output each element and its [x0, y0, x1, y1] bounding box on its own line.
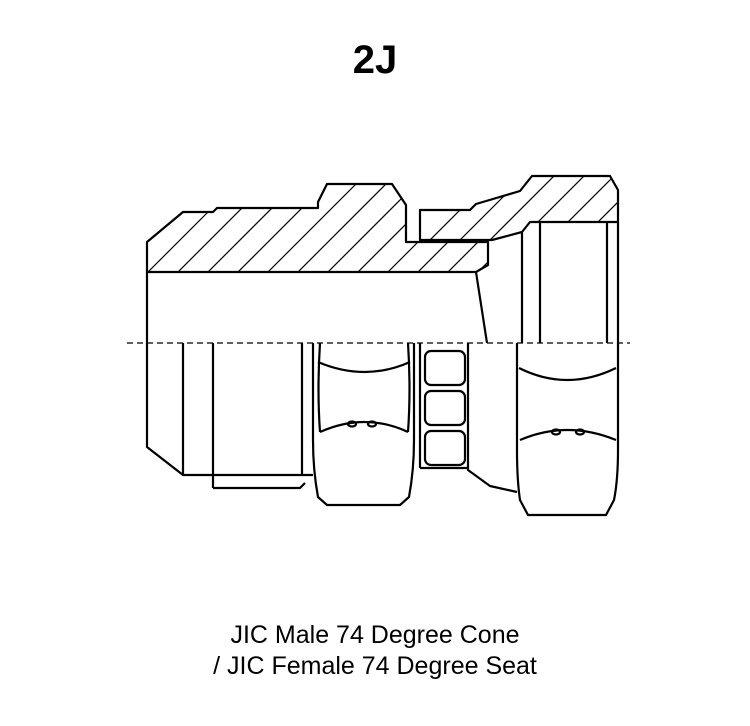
male-section-hatch	[147, 184, 488, 272]
caption-line-1: JIC Male 74 Degree Cone	[230, 621, 520, 649]
caption-line-2: / JIC Female 74 Degree Seat	[213, 652, 537, 680]
male-hex-outline	[311, 343, 416, 507]
female-hex-outline	[515, 343, 620, 517]
male-hex-corner-curve	[319, 420, 409, 434]
male-hex-corner-mark	[366, 420, 378, 428]
coupling-rib	[423, 389, 467, 427]
female-hex-corner-mark	[550, 428, 562, 436]
female-hex-curve	[518, 367, 617, 382]
female-section-hatch	[420, 176, 618, 240]
female-nut-section	[418, 174, 620, 242]
fitting-code-title: 2J	[352, 38, 398, 82]
male-hex-flat-right	[406, 342, 411, 433]
bore-cone	[474, 271, 489, 344]
male-thread-end-view	[145, 343, 313, 477]
male-hex-corner-mark	[346, 420, 358, 428]
female-hex-corner-mark	[574, 428, 586, 436]
coupling-cone	[466, 343, 518, 494]
coupling-rib	[423, 429, 467, 467]
female-hex-corner-curve	[519, 428, 617, 442]
thread-crest-line	[213, 482, 306, 490]
coupling-rib	[423, 349, 467, 387]
fitting-description: JIC Male 74 Degree Cone / JIC Female 74 …	[0, 620, 750, 682]
male-hex-flat-top	[317, 342, 322, 433]
male-body-section	[145, 182, 490, 274]
male-hex-curve	[317, 360, 411, 374]
